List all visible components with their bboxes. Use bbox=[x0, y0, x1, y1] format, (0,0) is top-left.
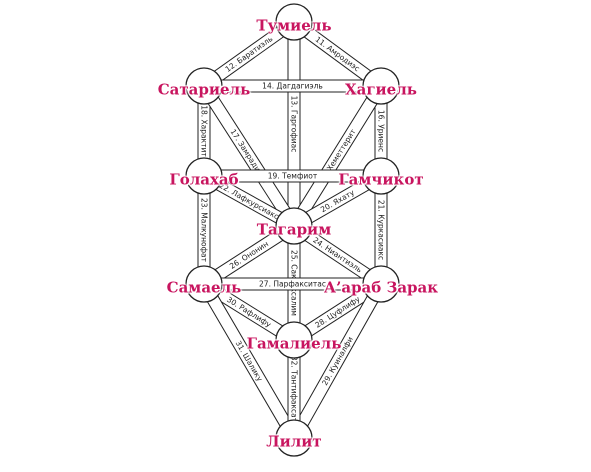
path-label: 14. Дагдагиэль bbox=[262, 82, 323, 91]
sephira-node-n1 bbox=[275, 3, 313, 41]
path-label: 19. Темфиот bbox=[268, 172, 318, 181]
sephira-node-n7 bbox=[185, 265, 223, 303]
sephira-node-n5 bbox=[362, 157, 400, 195]
path-label: 11. Амродиэс bbox=[314, 35, 362, 74]
node-label-n7: Самаель bbox=[166, 278, 242, 297]
path-label: 12. Баратиэль bbox=[224, 34, 275, 74]
node-label-n5: Гамчикот bbox=[338, 170, 424, 189]
sephira-node-n9 bbox=[275, 321, 313, 359]
path-label: 16. Уриенс bbox=[377, 110, 386, 152]
sephira-node-n10 bbox=[275, 419, 313, 457]
node-label-n4: Голахаб bbox=[169, 170, 239, 189]
sephira-node-n6 bbox=[275, 207, 313, 245]
node-label-n9: Гамалиель bbox=[246, 334, 342, 353]
node-label-n10: Лилит bbox=[266, 432, 322, 451]
path-label: 23. Малкунофат bbox=[200, 198, 209, 263]
path-label: 32. Тантифаксат bbox=[290, 356, 299, 423]
path-label: 20. Яхату bbox=[319, 188, 356, 215]
node-label-n8: А’араб Зарак bbox=[323, 278, 439, 297]
node-label-n2: Сатариель bbox=[157, 80, 251, 99]
sephira-node-n8 bbox=[362, 265, 400, 303]
path-label: 27. Парфакситас bbox=[259, 280, 326, 289]
sephira-node-n4 bbox=[185, 157, 223, 195]
sephira-node-n3 bbox=[362, 67, 400, 105]
sephira-node-n2 bbox=[185, 67, 223, 105]
node-label-n3: Хагиель bbox=[345, 80, 417, 99]
path-label: 21. Куркасиакс bbox=[377, 200, 386, 260]
path-label: 13. Гаргофиас bbox=[290, 96, 299, 153]
path-label: 24. Ниантиэль bbox=[311, 235, 363, 274]
path-label: 18. Характит bbox=[200, 105, 209, 157]
node-label-n1: Тумиель bbox=[256, 16, 332, 35]
node-label-n6: Тагарим bbox=[256, 220, 332, 239]
path-n1-n6: 13. Гаргофиас bbox=[287, 21, 301, 227]
nodes-layer bbox=[185, 3, 400, 457]
path-label: 26. Ононин bbox=[228, 239, 270, 271]
